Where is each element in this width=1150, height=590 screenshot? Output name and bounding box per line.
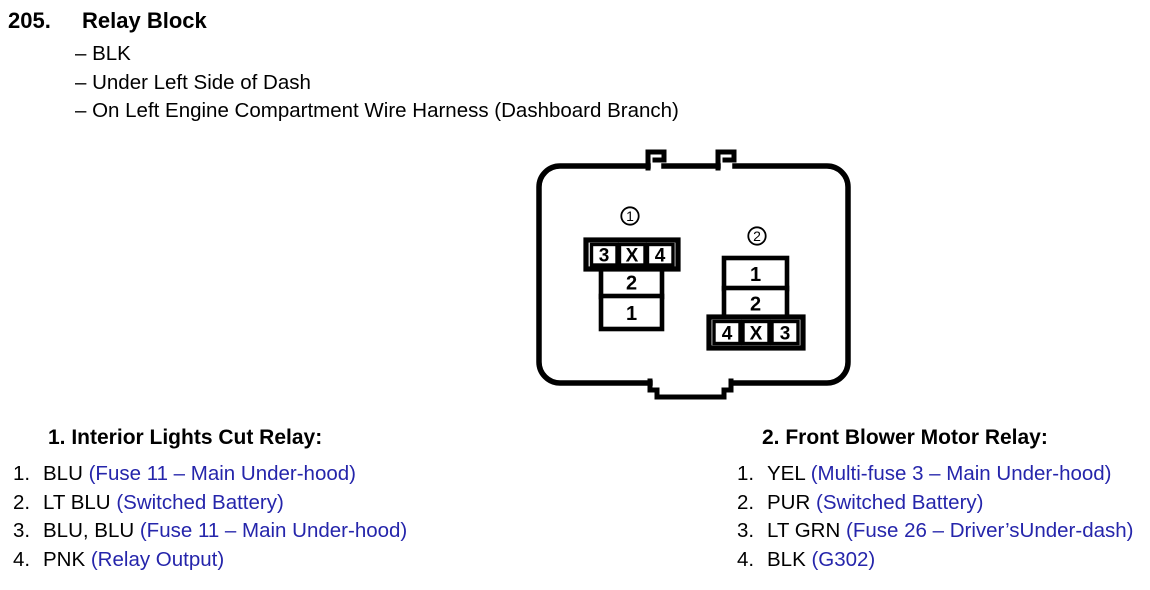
list-item: 2. LT BLU (Switched Battery) [13,489,407,518]
connector-1-cell-3-label: 3 [599,246,610,267]
bullet-item: – Under Left Side of Dash [75,70,311,94]
circuit-note: (Fuse 11 – Main Under-hood) [88,462,356,485]
connector-1-cell-3 [589,242,619,267]
list-item: 3. LT GRN (Fuse 26 – Driver’sUnder-dash) [737,517,1134,546]
list-item: 3. BLU, BLU (Fuse 11 – Main Under-hood) [13,517,407,546]
connector-1-callout-circle [620,206,640,226]
item-number: 4. [13,547,31,571]
wire-color: BLU, BLU [43,519,135,542]
connector-2-cell-3-label: 3 [780,324,791,345]
relay-2-pin-list: 1. YEL (Multi-fuse 3 – Main Under-hood) … [737,460,1134,574]
wire-color: BLU [43,462,83,485]
top-tab-left [645,149,667,171]
connector-1-callout-label: 1 [626,208,634,224]
connector-1-cell-4 [645,242,675,267]
wire-color: YEL [767,462,805,485]
bottom-tab [647,378,734,400]
relay-2-heading: 2. Front Blower Motor Relay: [762,426,1048,449]
item-number: 4. [737,547,755,571]
top-tab-right [715,149,737,171]
connector-1-cell-4-label: 4 [655,246,666,267]
circuit-note: (G302) [811,547,876,571]
connector-2-cell-4-label: 4 [722,324,733,345]
page-number: 205. [8,8,51,33]
relay-1-pin-list: 1. BLU (Fuse 11 – Main Under-hood) 2. LT… [13,460,407,574]
connector-2-cell-x [741,319,771,346]
item-number: 1. [13,462,31,485]
connector-1-pin-1-label: 1 [626,303,637,325]
list-item: 4. PNK (Relay Output) [13,546,407,575]
relay-1-heading: 1. Interior Lights Cut Relay: [48,426,323,449]
connector-2-pin-1-box [721,255,790,292]
item-number: 3. [13,519,31,542]
connector-1-cell-x-label: X [626,246,639,267]
connector-2-pin-1-label: 1 [750,264,761,286]
list-item: 2. PUR (Switched Battery) [737,489,1134,518]
connector-1: 1 2 1 3 X 4 [583,206,681,332]
circuit-note: (Relay Output) [90,547,225,571]
bullet-item: – BLK [75,42,131,65]
relay-block-housing-outline [536,149,851,400]
item-number: 2. [13,490,31,514]
item-number: 2. [737,490,755,514]
item-number: 3. [737,519,755,542]
circuit-note: (Switched Battery) [816,490,984,514]
connector-2-cell-4 [712,319,742,346]
list-item: 1. BLU (Fuse 11 – Main Under-hood) [13,460,407,489]
wire-color: BLK [767,547,806,571]
wire-color: PNK [43,547,86,571]
connector-2-cell-x-label: X [750,324,763,345]
page-title: Relay Block [82,8,207,33]
connector-2-callout-label: 2 [753,228,761,244]
item-number: 1. [737,462,755,485]
connector-2-pin-2-box [721,285,790,321]
list-item: 1. YEL (Multi-fuse 3 – Main Under-hood) [737,460,1134,489]
circuit-note: (Switched Battery) [116,490,284,514]
circuit-note: (Multi-fuse 3 – Main Under-hood) [810,462,1112,485]
connector-2-pin-2-label: 2 [750,294,761,316]
connector-2: 2 1 2 4 X 3 [706,226,806,351]
connector-2-callout-circle [747,226,767,246]
wire-color: PUR [767,490,811,514]
wire-color: LT GRN [767,519,841,542]
location-bullet-list: – BLK – Under Left Side of Dash – On Lef… [75,40,679,126]
bullet-item: – On Left Engine Compartment Wire Harnes… [75,99,679,123]
connector-1-cell-x [617,242,647,267]
list-item: 4. BLK (G302) [737,546,1134,575]
connector-1-pin-1-box [598,293,665,332]
relay-block-diagram: 1 2 1 3 X 4 2 1 2 4 X 3 [536,149,851,400]
connector-1-pin-2-label: 2 [626,273,637,295]
circuit-note: (Fuse 26 – Driver’sUnder-dash) [846,519,1134,542]
wire-color: LT BLU [43,490,111,514]
circuit-note: (Fuse 11 – Main Under-hood) [139,519,408,542]
connector-2-cell-3 [770,319,800,346]
